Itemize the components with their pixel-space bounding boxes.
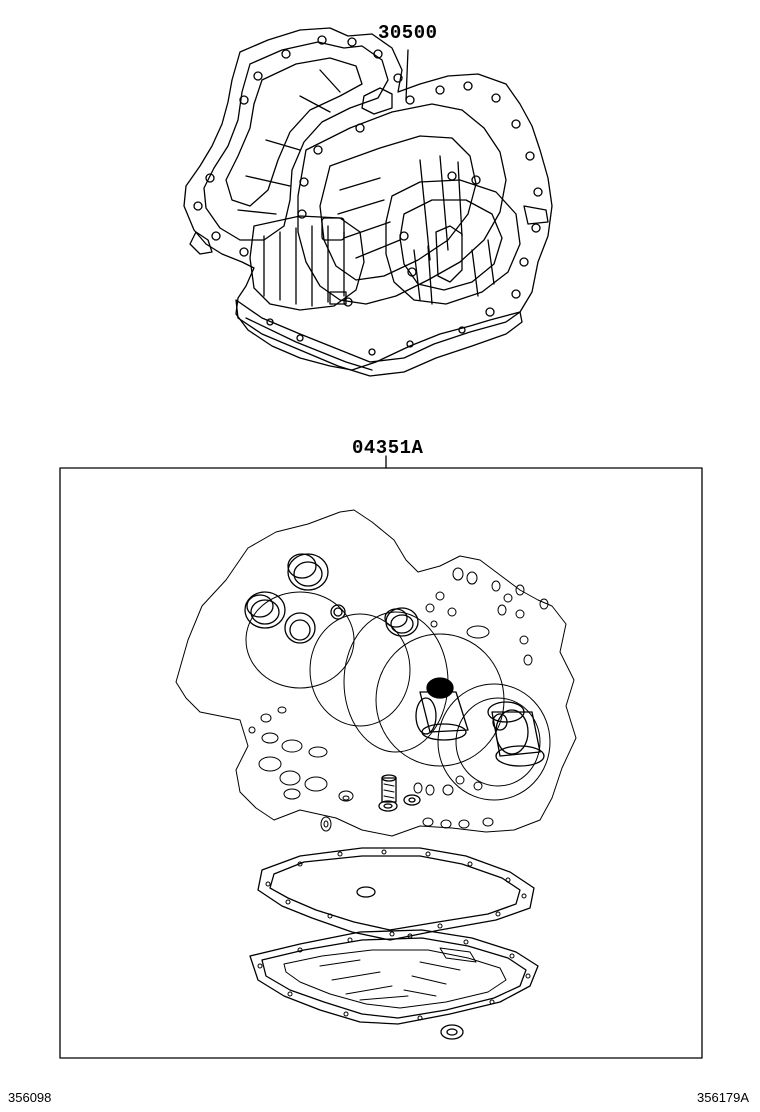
- illustration-code-left: 356098: [8, 1090, 52, 1105]
- case-holes: [426, 568, 548, 665]
- transaxle-outline: [184, 28, 552, 370]
- oil-seal-set: [245, 554, 418, 643]
- oil-pan: [250, 930, 538, 1039]
- case-phantom-outline: [176, 510, 576, 836]
- o-ring-set: [249, 707, 493, 831]
- overhaul-gasket-kit-frame[interactable]: [60, 468, 702, 1058]
- illustration-code-right: 356179A: [697, 1090, 750, 1105]
- housing-bolts: [194, 36, 542, 355]
- transaxle-oil-pan: [236, 300, 522, 376]
- bell-housing-flange: [204, 42, 388, 240]
- overhaul-gasket-kit-illustration: [176, 510, 576, 1039]
- piston-assemblies: [416, 678, 544, 766]
- case-gaskets: [246, 592, 550, 800]
- oil-pan-gasket: [258, 848, 534, 940]
- strainer-plug: [379, 775, 420, 811]
- callout-04351a[interactable]: 04351A: [352, 437, 424, 459]
- callout-30500[interactable]: 30500: [378, 22, 438, 44]
- leader-line-30500: [406, 50, 408, 100]
- differential-housing: [386, 180, 520, 304]
- transaxle-assembly-illustration[interactable]: [184, 28, 552, 376]
